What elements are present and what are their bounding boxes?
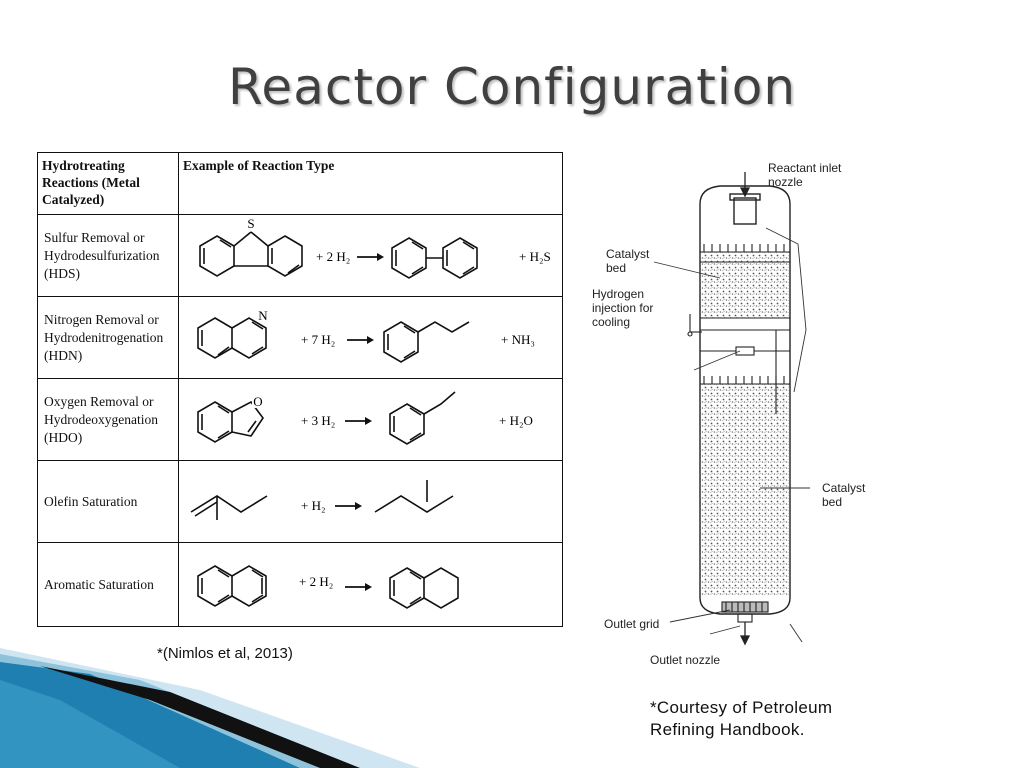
slide-decoration bbox=[0, 648, 420, 768]
table-row: Oxygen Removal or Hydrodeoxygenation (HD… bbox=[37, 378, 563, 461]
label-catalyst-bed-bottom-2: bed bbox=[822, 495, 842, 509]
reagent-label: + 2 H₂ bbox=[316, 249, 350, 264]
reaction-example: N + 7 H₂ + NH₃ bbox=[178, 296, 563, 379]
table-row: Olefin Saturation + H₂ bbox=[37, 460, 563, 543]
label-catalyst-bed-top-2: bed bbox=[606, 261, 626, 275]
diagram-citation: *Courtesy of Petroleum Refining Handbook… bbox=[650, 697, 832, 741]
alkane-structure bbox=[374, 479, 454, 513]
diagram-citation-line2: Refining Handbook. bbox=[650, 720, 805, 739]
reaction-arrow bbox=[345, 416, 372, 425]
label-reactant-inlet-nozzle: nozzle bbox=[768, 175, 803, 189]
label-hydrogen: Hydrogen bbox=[592, 287, 644, 301]
lower-catalyst-bed bbox=[701, 384, 789, 596]
reaction-name: Nitrogen Removal or Hydrodenitrogenation… bbox=[37, 296, 179, 379]
reaction-example: + 2 H₂ bbox=[178, 542, 563, 627]
reaction-arrow bbox=[357, 252, 384, 261]
dibenzothiophene-structure bbox=[199, 230, 303, 277]
label-hydrogen-cooling: cooling bbox=[592, 315, 630, 329]
diagram-citation-line1: *Courtesy of Petroleum bbox=[650, 698, 833, 717]
hydrogen-injection-line bbox=[687, 314, 702, 337]
alkene-structure bbox=[190, 494, 268, 520]
label-outlet-grid: Outlet grid bbox=[604, 617, 659, 631]
reaction-name: Olefin Saturation bbox=[37, 460, 179, 543]
byproduct-label: + H₂S bbox=[519, 249, 551, 264]
table-row: Sulfur Removal or Hydrodesulfurization (… bbox=[37, 214, 563, 297]
label-catalyst-bed-bottom: Catalyst bbox=[822, 481, 866, 495]
reagent-label: + 7 H₂ bbox=[301, 332, 335, 347]
upper-catalyst-bed bbox=[701, 252, 789, 318]
reaction-name: Sulfur Removal or Hydrodesulfurization (… bbox=[37, 214, 179, 297]
reaction-name: Aromatic Saturation bbox=[37, 542, 179, 627]
label-catalyst-bed-top: Catalyst bbox=[606, 247, 650, 261]
propylbenzene-structure bbox=[383, 320, 470, 363]
reaction-name: Oxygen Removal or Hydrodeoxygenation (HD… bbox=[37, 378, 179, 461]
reagent-label: + 2 H₂ bbox=[299, 574, 333, 589]
byproduct-label: + H₂O bbox=[499, 413, 533, 428]
label-hydrogen-injection: injection for bbox=[592, 301, 653, 315]
table-row: Nitrogen Removal or Hydrodenitrogenation… bbox=[37, 296, 563, 379]
reagent-label: + 3 H₂ bbox=[301, 413, 335, 428]
reagent-label: + H₂ bbox=[301, 498, 326, 513]
reactor-diagram: Reactant inlet nozzle Catalyst bed Hydro… bbox=[592, 161, 866, 667]
ethylbenzene-structure bbox=[389, 390, 456, 445]
byproduct-label: + NH₃ bbox=[501, 332, 535, 347]
heteroatom-label: O bbox=[253, 394, 262, 409]
quinoline-structure bbox=[197, 316, 267, 359]
benzofuran-structure bbox=[197, 400, 264, 443]
table-row: Aromatic Saturation + 2 H₂ bbox=[37, 542, 563, 627]
header-reactions: Hydrotreating Reactions (Metal Catalyzed… bbox=[37, 152, 179, 215]
table-header-row: Hydrotreating Reactions (Metal Catalyzed… bbox=[37, 152, 563, 215]
heteroatom-label: S bbox=[247, 216, 254, 231]
table-citation: *(Nimlos et al, 2013) bbox=[157, 645, 293, 662]
heteroatom-label: N bbox=[258, 308, 268, 323]
label-reactant-inlet: Reactant inlet bbox=[768, 161, 842, 175]
tetralin-structure bbox=[389, 566, 459, 609]
reaction-arrow bbox=[345, 582, 372, 591]
biphenyl-structure bbox=[391, 236, 478, 279]
label-outlet-nozzle: Outlet nozzle bbox=[650, 653, 720, 667]
reaction-example: S + 2 H₂ + H₂S bbox=[178, 214, 563, 297]
reaction-example: O + 3 H₂ + H₂O bbox=[178, 378, 563, 461]
reaction-example: + H₂ bbox=[178, 460, 563, 543]
slide-title: Reactor Configuration bbox=[227, 58, 797, 116]
flow-arrows bbox=[739, 172, 751, 646]
reaction-arrow bbox=[347, 335, 374, 344]
label-leader-lines bbox=[653, 227, 810, 643]
reaction-arrow bbox=[335, 501, 362, 510]
naphthalene-structure bbox=[197, 564, 267, 607]
outlet-assembly bbox=[721, 601, 769, 623]
hydrotreating-reactions-table: Hydrotreating Reactions (Metal Catalyzed… bbox=[37, 152, 563, 627]
distributor-trays bbox=[700, 244, 790, 414]
header-example: Example of Reaction Type bbox=[178, 152, 563, 215]
